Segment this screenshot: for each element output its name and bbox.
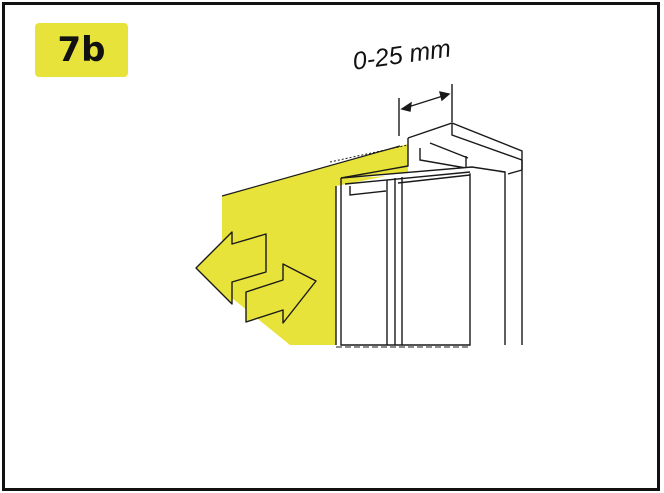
dimension-arrow-icon [398, 84, 453, 136]
double-arrow-right-icon [245, 263, 317, 324]
double-arrow-left-icon [195, 231, 267, 305]
wall-profile [340, 122, 523, 345]
step-badge: 7b [35, 23, 128, 77]
inner-profile [340, 166, 506, 346]
